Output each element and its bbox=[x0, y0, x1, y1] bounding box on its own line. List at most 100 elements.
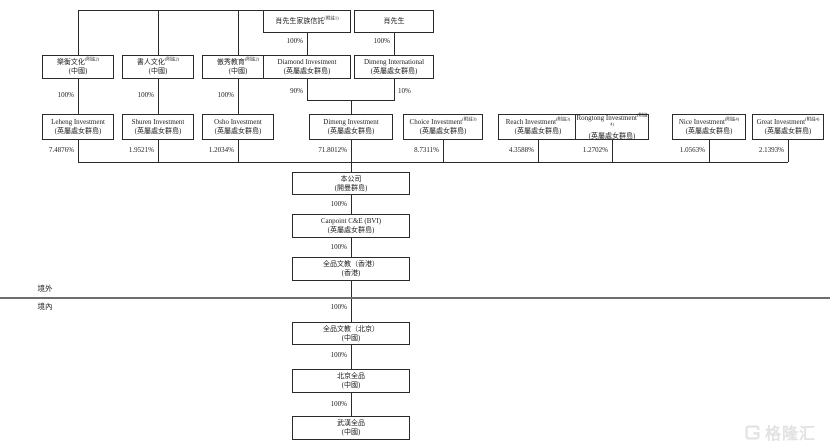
gelonghui-watermark: 格隆汇 bbox=[744, 420, 816, 444]
connector-line bbox=[238, 140, 239, 162]
gelonghui-logo-icon bbox=[745, 424, 760, 440]
pct-company-canpoint: 100% bbox=[330, 200, 347, 208]
node-jurisdiction: (中國) bbox=[148, 67, 168, 75]
connector-line bbox=[158, 140, 159, 162]
node-mr-xiao: 肖先生 bbox=[354, 10, 434, 33]
note-ref: (附註3) bbox=[462, 116, 477, 122]
pct-xiao-dimengintl: 100% bbox=[373, 37, 390, 45]
connector-line bbox=[78, 10, 79, 55]
connector-line bbox=[158, 79, 159, 114]
connector-line bbox=[351, 281, 352, 322]
node-label: Great Investment bbox=[756, 118, 806, 126]
connector-line bbox=[788, 140, 789, 162]
note-ref: (附註3) bbox=[556, 116, 571, 122]
connector-line bbox=[538, 140, 539, 162]
node-jurisdiction: (英屬處女群島) bbox=[419, 127, 467, 135]
connector-line bbox=[78, 10, 263, 11]
connector-line bbox=[351, 140, 352, 172]
node-shuren-culture: 書人文化(附註2) (中國) bbox=[122, 55, 194, 79]
note-ref: (附註2) bbox=[84, 56, 100, 62]
node-label: Dimeng Investment bbox=[323, 118, 379, 126]
pct-dimengintl-dimeng: 10% bbox=[398, 87, 411, 95]
node-label: Osho Investment bbox=[214, 118, 262, 126]
node-label: 傲秀教育 bbox=[216, 58, 245, 66]
offshore-onshore-divider bbox=[0, 297, 830, 299]
node-jurisdiction: (英屬處女群島) bbox=[283, 67, 331, 75]
note-ref: (附註2) bbox=[244, 56, 260, 62]
node-rongtong-investment: Rongtong Investment(附註4) (英屬處女群島) bbox=[575, 112, 649, 140]
node-wuhan-quanpin: 武漢全品 (中國) bbox=[292, 416, 410, 440]
node-jurisdiction: (英屬處女群島) bbox=[588, 131, 636, 140]
connector-line bbox=[238, 79, 239, 114]
node-jurisdiction: (英屬處女群島) bbox=[685, 127, 733, 135]
pct-bjqp-whqp: 100% bbox=[330, 400, 347, 408]
pct-bjwfoe-bjqp: 100% bbox=[330, 351, 347, 359]
node-label: Reach Investment bbox=[505, 118, 557, 126]
node-label: Choice Investment bbox=[409, 118, 463, 126]
node-label: 全品文教（香港） bbox=[323, 260, 379, 268]
connector-line bbox=[612, 140, 613, 162]
node-leheng-investment: Leheng Investment (英屬處女群島) bbox=[42, 114, 114, 140]
node-label: 武漢全品 bbox=[337, 419, 365, 427]
connector-line bbox=[158, 10, 159, 55]
node-leheng-culture: 樂衡文化(附註2) (中國) bbox=[42, 55, 114, 79]
node-jurisdiction: (香港) bbox=[341, 269, 361, 277]
pct-leheng-company: 7.4876% bbox=[48, 146, 74, 154]
node-dimeng-investment: Dimeng Investment (英屬處女群島) bbox=[309, 114, 393, 140]
node-dimeng-international: Dimeng International (英屬處女群島) bbox=[354, 55, 434, 79]
pct-great-company: 2.1393% bbox=[758, 146, 784, 154]
pct-rongtong-company: 1.2702% bbox=[582, 146, 608, 154]
node-jurisdiction: (英屬處女群島) bbox=[134, 127, 182, 135]
note-ref: (附註1) bbox=[324, 15, 339, 21]
node-label: 北京全品 bbox=[337, 372, 365, 380]
pct-trust-diamond: 100% bbox=[286, 37, 303, 45]
pct-shuren-company: 1.9521% bbox=[128, 146, 154, 154]
node-quanpin-beijing: 全品文教（北京） (中國) bbox=[292, 322, 410, 345]
node-jurisdiction: (英屬處女群島) bbox=[54, 127, 102, 135]
pct-nice-company: 1.0563% bbox=[679, 146, 705, 154]
node-jurisdiction: (英屬處女群島) bbox=[514, 127, 562, 135]
node-diamond-investment: Diamond Investment (英屬處女群島) bbox=[263, 55, 351, 79]
node-jurisdiction: (英屬處女群島) bbox=[327, 127, 375, 135]
node-jurisdiction: (英屬處女群島) bbox=[214, 127, 262, 135]
node-osho-investment: Osho Investment (英屬處女群島) bbox=[202, 114, 274, 140]
node-label: Nice Investment bbox=[678, 118, 725, 126]
node-beijing-quanpin: 北京全品 (中國) bbox=[292, 369, 410, 393]
region-label-onshore: 境內 bbox=[37, 302, 53, 311]
node-jurisdiction: (中國) bbox=[341, 381, 361, 389]
watermark-text: 格隆汇 bbox=[765, 426, 817, 443]
node-reach-investment: Reach Investment(附註3) (英屬處女群島) bbox=[498, 114, 578, 140]
node-the-company: 本公司 (開曼群島) bbox=[292, 172, 410, 195]
connector-line bbox=[394, 79, 395, 100]
node-jurisdiction: (英屬處女群島) bbox=[764, 127, 812, 135]
connector-line bbox=[394, 33, 395, 55]
node-jurisdiction: (英屬處女群島) bbox=[327, 226, 375, 234]
node-nice-investment: Nice Investment(附註4) (英屬處女群島) bbox=[672, 114, 746, 140]
connector-line bbox=[351, 100, 352, 114]
node-label: 全品文教（北京） bbox=[323, 324, 379, 333]
pct-lehengcn-leheng: 100% bbox=[57, 91, 74, 99]
region-label-offshore: 境外 bbox=[37, 284, 53, 293]
connector-line bbox=[307, 33, 308, 55]
connector-line bbox=[351, 393, 352, 416]
connector-line bbox=[238, 10, 239, 55]
node-quanpin-hk: 全品文教（香港） (香港) bbox=[292, 257, 410, 281]
note-ref: (附註4) bbox=[805, 116, 820, 122]
node-jurisdiction: (開曼群島) bbox=[334, 183, 368, 192]
node-label: 肖先生 bbox=[383, 17, 405, 25]
node-label: 書人文化 bbox=[136, 58, 165, 66]
connector-line bbox=[351, 195, 352, 214]
pct-dimeng-company: 71.8012% bbox=[318, 146, 347, 154]
node-jurisdiction: (中國) bbox=[341, 333, 361, 342]
node-jurisdiction: (中國) bbox=[68, 67, 88, 75]
node-canpoint-ce-bvi: Canpoint C&E (BVI) (英屬處女群島) bbox=[292, 214, 410, 238]
node-label: Leheng Investment bbox=[51, 118, 105, 126]
note-ref: (附註4) bbox=[610, 112, 648, 127]
node-shuren-investment: Shuren Investment (英屬處女群島) bbox=[122, 114, 194, 140]
connector-line bbox=[443, 140, 444, 162]
connector-line bbox=[78, 140, 79, 162]
node-label: Canpoint C&E (BVI) bbox=[320, 217, 382, 225]
note-ref: (附註4) bbox=[724, 116, 740, 122]
connector-line bbox=[307, 79, 308, 100]
node-xiao-family-trust: 肖先生家族信託(附註1) bbox=[263, 10, 351, 33]
